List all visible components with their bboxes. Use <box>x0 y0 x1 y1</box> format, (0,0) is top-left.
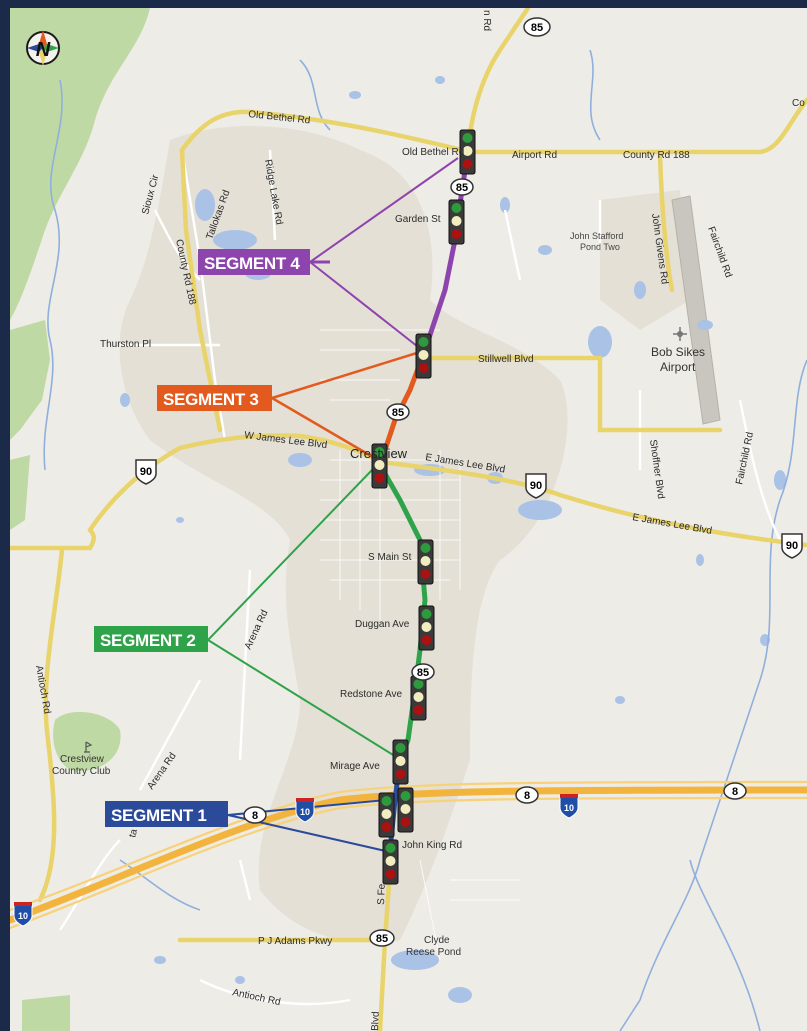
interstate-shield-icon: 10 <box>13 902 33 927</box>
svg-text:Pond Two: Pond Two <box>580 242 620 252</box>
svg-text:10: 10 <box>18 911 28 921</box>
traffic-signal-icon <box>397 787 414 833</box>
svg-text:Crestview: Crestview <box>60 754 105 765</box>
svg-text:County Rd 188: County Rd 188 <box>623 150 690 161</box>
svg-text:Thurston Pl: Thurston Pl <box>100 339 151 350</box>
airport-runway <box>671 195 721 425</box>
segment-label-1: SEGMENT 1 <box>105 801 228 827</box>
traffic-signal-icon <box>459 129 476 175</box>
svg-text:85: 85 <box>376 933 388 945</box>
svg-text:Old Bethel Rd: Old Bethel Rd <box>402 147 464 158</box>
svg-text:10: 10 <box>564 803 574 813</box>
svg-text:Country Club: Country Club <box>52 766 111 777</box>
urban-areas <box>119 126 690 943</box>
state-route-shield-icon: 85 <box>450 178 474 196</box>
svg-text:John King Rd: John King Rd <box>402 840 462 851</box>
svg-text:Airport: Airport <box>660 360 696 374</box>
svg-text:8: 8 <box>732 786 738 798</box>
traffic-signal-icon <box>410 675 427 721</box>
streams <box>43 49 807 1031</box>
svg-text:Bob Sikes: Bob Sikes <box>651 345 705 359</box>
svg-text:SEGMENT 2: SEGMENT 2 <box>100 631 196 650</box>
arterial-roads <box>10 8 807 1031</box>
state-route-shield-icon: 85 <box>411 663 435 681</box>
map-canvas[interactable]: 85 85 85 85 85 90 90 90 8 8 8 10 10 10 O… <box>10 8 807 1031</box>
svg-text:n Rd: n Rd <box>481 10 492 31</box>
map-svg: 85 85 85 85 85 90 90 90 8 8 8 10 10 10 O… <box>10 8 807 1031</box>
svg-text:Airport Rd: Airport Rd <box>512 150 557 161</box>
traffic-signal-icon <box>378 792 395 838</box>
segment-label-4: SEGMENT 4 <box>198 249 310 275</box>
state-route-shield-icon: 85 <box>523 17 551 37</box>
traffic-signal-icon <box>417 539 434 585</box>
svg-text:S Main St: S Main St <box>368 552 412 563</box>
traffic-signal-icon <box>371 443 388 489</box>
svg-text:Garden St: Garden St <box>395 214 441 225</box>
city-label: Crestview <box>350 446 408 461</box>
forest-areas <box>10 8 150 1031</box>
svg-text:85: 85 <box>417 667 429 679</box>
svg-text:90: 90 <box>786 540 798 552</box>
svg-text:10: 10 <box>300 807 310 817</box>
state-route-shield-icon: 8 <box>515 786 539 804</box>
svg-text:85: 85 <box>531 22 543 34</box>
svg-text:N: N <box>36 39 51 61</box>
traffic-signal-icon <box>448 199 465 245</box>
us-route-shield-icon: 90 <box>525 473 547 499</box>
traffic-signal-icon <box>415 333 432 379</box>
svg-text:90: 90 <box>530 480 542 492</box>
svg-text:85: 85 <box>456 182 468 194</box>
svg-text:SEGMENT 4: SEGMENT 4 <box>204 254 300 273</box>
svg-text:John Stafford: John Stafford <box>570 231 623 241</box>
segment-label-3: SEGMENT 3 <box>157 385 272 411</box>
north-arrow-icon: N <box>26 30 60 66</box>
svg-text:85: 85 <box>392 407 404 419</box>
segment-label-2: SEGMENT 2 <box>94 626 208 652</box>
svg-text:SEGMENT 3: SEGMENT 3 <box>163 390 259 409</box>
svg-text:Clyde: Clyde <box>424 935 450 946</box>
us-route-shield-icon: 90 <box>781 533 803 559</box>
svg-text:90: 90 <box>140 466 152 478</box>
svg-text:Blvd: Blvd <box>370 1011 382 1031</box>
svg-text:Duggan Ave: Duggan Ave <box>355 619 410 630</box>
state-route-shield-icon: 85 <box>369 929 395 947</box>
golf-icon <box>84 741 93 753</box>
svg-text:Stillwell Blvd: Stillwell Blvd <box>478 354 534 365</box>
traffic-signal-icon <box>418 605 435 651</box>
state-route-shield-icon: 8 <box>723 782 747 800</box>
interstate-shield-icon: 10 <box>295 798 315 823</box>
state-route-shield-icon: 8 <box>243 806 267 824</box>
street-grid <box>320 329 520 961</box>
svg-text:8: 8 <box>524 790 530 802</box>
traffic-signal-icon <box>382 839 399 885</box>
state-route-shield-icon: 85 <box>386 403 410 421</box>
place-labels: Crestview Bob Sikes Airport John Staffor… <box>52 231 705 958</box>
route-shields: 85 85 85 85 85 90 90 90 8 8 8 10 10 10 <box>13 17 803 947</box>
svg-text:SEGMENT 1: SEGMENT 1 <box>111 806 207 825</box>
traffic-signals <box>371 129 476 885</box>
svg-text:Reese Pond: Reese Pond <box>406 947 461 958</box>
traffic-signal-icon <box>392 739 409 785</box>
svg-text:8: 8 <box>252 810 258 822</box>
svg-text:Co: Co <box>792 98 805 109</box>
svg-text:P J Adams Pkwy: P J Adams Pkwy <box>258 936 332 947</box>
svg-text:S Fe: S Fe <box>376 883 388 905</box>
interstate-shield-icon: 10 <box>559 794 579 819</box>
svg-text:Mirage Ave: Mirage Ave <box>330 761 380 772</box>
us-route-shield-icon: 90 <box>135 459 157 485</box>
svg-text:Redstone Ave: Redstone Ave <box>340 689 403 700</box>
